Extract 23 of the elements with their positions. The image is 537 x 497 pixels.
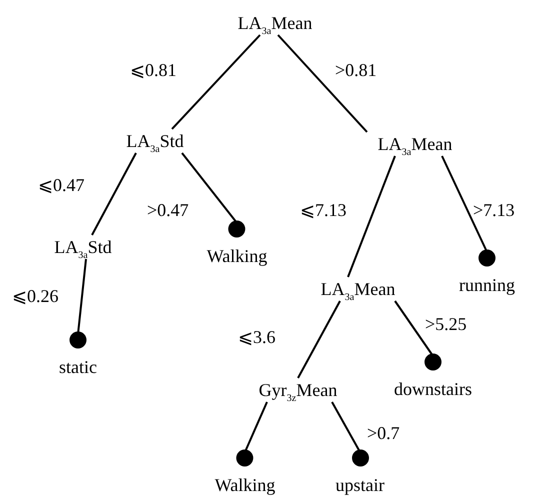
- class-label: upstair: [336, 475, 384, 495]
- branch-line: [77, 258, 87, 334]
- feature-label: Gyr$_{3z}$Mean: [258, 379, 338, 401]
- branch-line: [171, 34, 261, 130]
- class-label: Walking: [206, 246, 268, 266]
- branch-line: [297, 300, 341, 378]
- branch-line: [441, 156, 488, 252]
- class-label: running: [459, 275, 515, 295]
- feature-label: LA$_{3a}$Std: [126, 130, 184, 152]
- branch-line: [331, 402, 361, 452]
- branch-line: [91, 152, 137, 236]
- branch-line: [277, 34, 368, 133]
- feature-label: LA$_{3a}$Mean: [238, 12, 312, 34]
- branch-line: [181, 152, 238, 224]
- feature-label: LA$_{3a}$Mean: [378, 133, 452, 155]
- feature-label: LA$_{3a}$Mean: [320, 278, 396, 300]
- branch-line: [244, 402, 268, 452]
- branch-line: [394, 300, 434, 357]
- class-label: static: [59, 357, 97, 377]
- feature-label: LA$_{3a}$Std: [54, 236, 112, 258]
- class-label: downstairs: [394, 379, 472, 399]
- branch-line: [347, 156, 396, 278]
- class-label: Walking: [214, 475, 276, 495]
